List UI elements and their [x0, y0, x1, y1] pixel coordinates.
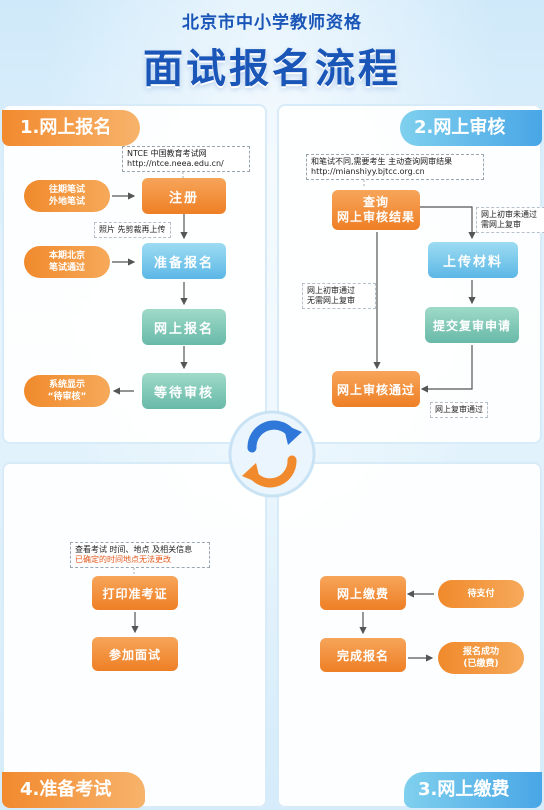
note-pass-line1: 网上初审通过 [307, 286, 355, 295]
tab-step-1: 1.网上报名 [2, 110, 140, 146]
note-check-line1: 查看考试 时间、地点 及相关信息 [75, 545, 193, 554]
oval-current-line1: 本期北京 [48, 251, 85, 261]
query-line2: 网上审核结果 [336, 210, 415, 224]
panel-prepare-exam [2, 462, 267, 808]
await-review-step: 等待审核 [142, 373, 226, 409]
oval-previous-line1: 往期笔试 [48, 185, 85, 195]
note-initial-pass: 网上初审通过 无需网上复审 [302, 283, 376, 309]
query-review-result-step: 查询 网上审核结果 [332, 190, 420, 230]
review-passed-step: 网上审核通过 [332, 371, 420, 407]
oval-success-line1: 报名成功 [462, 647, 499, 657]
note-query-line2: http://mianshiyy.bjtcc.org.cn [311, 167, 425, 176]
note-review-pass: 网上复审通过 [430, 402, 488, 418]
query-line1: 查询 [362, 195, 389, 209]
note-initial-fail: 网上初审未通过 需网上复审 [476, 207, 544, 233]
oval-previous-line2: 外地笔试 [48, 197, 85, 207]
tab-step-3: 3.网上缴费 [404, 772, 542, 808]
attend-interview-step: 参加面试 [92, 637, 178, 671]
note-query-instructions: 和笔试不同,需要考生 主动查询网审结果 http://mianshiyy.bjt… [306, 154, 484, 180]
page-title: 面试报名流程 [143, 46, 401, 92]
note-pass-line2: 无需网上复审 [307, 296, 355, 305]
print-admission-step: 打印准考证 [92, 576, 178, 610]
oval-current-line2: 笔试通过 [48, 263, 85, 273]
note-fail-line2: 需网上复审 [481, 220, 521, 229]
oval-current-exam: 本期北京 笔试通过 [24, 246, 110, 278]
prepare-registration-step: 准备报名 [142, 243, 226, 279]
note-ntce-website: NTCE 中国教育考试网 http://ntce.neea.edu.cn/ [122, 146, 250, 172]
note-check-info: 查看考试 时间、地点 及相关信息 已确定的时间地点无法更改 [70, 542, 210, 568]
oval-system-line2: “待审核” [47, 392, 87, 402]
complete-registration-step: 完成报名 [320, 638, 406, 672]
upload-materials-step: 上传材料 [428, 242, 518, 278]
note-photo: 照片 先剪裁再上传 [94, 222, 171, 238]
online-registration-step: 网上报名 [142, 309, 226, 345]
oval-success-line2: (已缴费) [463, 659, 499, 669]
note-query-line1: 和笔试不同,需要考生 主动查询网审结果 [311, 157, 453, 166]
note-check-line2: 已确定的时间地点无法更改 [75, 555, 171, 564]
oval-system-display: 系统显示 “待审核” [24, 375, 110, 407]
tab-step-2: 2.网上审核 [400, 110, 542, 146]
register-step: 注册 [142, 178, 226, 214]
panel-online-payment [277, 462, 542, 808]
header-subtitle: 北京市中小学教师资格 [182, 13, 362, 33]
oval-previous-exam: 往期笔试 外地笔试 [24, 180, 110, 212]
note-ntce-line1: NTCE 中国教育考试网 [127, 149, 207, 158]
cycle-arrows-icon [228, 410, 316, 498]
oval-system-line1: 系统显示 [48, 380, 85, 390]
note-ntce-line2: http://ntce.neea.edu.cn/ [127, 159, 224, 168]
oval-pending-payment: 待支付 [438, 580, 524, 608]
note-fail-line1: 网上初审未通过 [481, 210, 537, 219]
tab-step-4: 4.准备考试 [2, 772, 145, 808]
online-payment-step: 网上缴费 [320, 576, 406, 610]
submit-review-step: 提交复审申请 [425, 307, 519, 343]
oval-registration-success: 报名成功 (已缴费) [438, 642, 524, 674]
